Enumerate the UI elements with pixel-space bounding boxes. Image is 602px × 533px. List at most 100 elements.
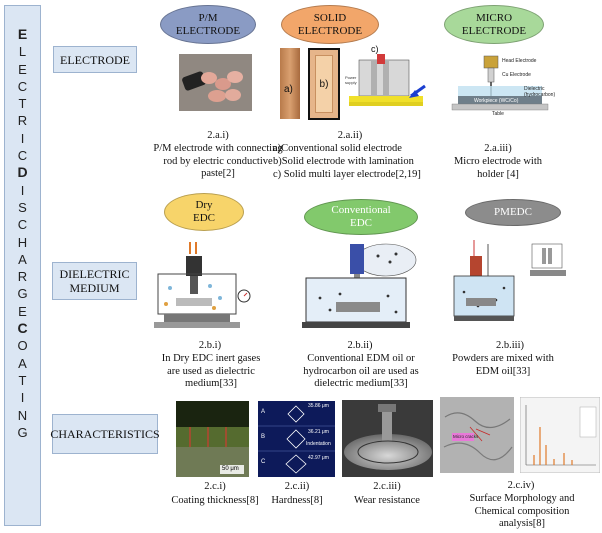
hardness-value-1: 35.86 μm (308, 403, 329, 409)
title-letter: A (18, 251, 27, 267)
title-letter: C (17, 320, 28, 337)
conventional-edc-ellipse: Conventional EDC (304, 199, 418, 235)
sem-label: Micro cracks (453, 434, 479, 439)
solid-electrode-b-diagram: b) (308, 48, 340, 120)
dry-edc-diagram (140, 238, 263, 333)
title-letter: O (17, 338, 28, 354)
pm-ellipse-line1: P/M (198, 11, 218, 24)
caption-2ciii-id: 2.c.iii) (373, 481, 401, 492)
title-letter: S (18, 199, 27, 215)
solid-label-b: b) (315, 55, 333, 113)
pmedc-ellipse: PMEDC (465, 199, 561, 226)
hardness-indentation-label: Indentation (306, 441, 331, 447)
title-letter: N (17, 407, 28, 423)
row-label-electrode: ELECTRODE (53, 46, 137, 73)
pm-electrode-photo (179, 54, 252, 111)
solid-electrode-c-diagram: Power supply (343, 46, 435, 118)
title-letter: T (18, 372, 27, 388)
row-label-characteristics: CHARACTERISTICS (50, 414, 160, 454)
micro-label-table: Table (492, 111, 504, 117)
micro-ellipse-line2: ELECTRODE (461, 24, 527, 37)
wear-resistance-photo (342, 400, 433, 477)
solid-label-a: a) (284, 84, 293, 95)
micro-label-dielectric: Dielectric (hydrocarbon) (524, 86, 556, 98)
pmedc-ellipse-line1: PMEDC (494, 206, 532, 218)
solid-electrode-a-photo (278, 46, 302, 121)
thickness-scale-label: 50 μm (222, 466, 239, 472)
hardness-label-b: B (261, 434, 266, 440)
caption-2ci-text: Coating thickness[8] (171, 495, 259, 506)
title-letter: D (17, 164, 28, 181)
title-letter: T (18, 96, 27, 112)
title-letter: I (20, 130, 25, 146)
conventional-ellipse-line2: EDC (350, 217, 372, 229)
title-letter: L (18, 44, 27, 60)
title-letter: I (20, 390, 25, 406)
title-letter: G (17, 286, 28, 302)
hardness-indentation-images: A B C 35.86 μm 36.21 μm 42.97 μm Indenta… (258, 401, 335, 477)
caption-2ci-id: 2.c.i) (204, 481, 226, 492)
micro-label-workpiece: Workpiece (WC/Co) (474, 98, 519, 104)
conventional-ellipse-line1: Conventional (331, 204, 391, 216)
title-letter: E (18, 303, 27, 319)
caption-2bii-id: 2.b.ii) (347, 340, 373, 351)
solid-ellipse-line1: SOLID (313, 11, 347, 24)
caption-2bi-id: 2.b.i) (198, 340, 222, 351)
hardness-label-a: A (261, 409, 266, 415)
row-label-dielectric: DIELECTRIC MEDIUM (52, 262, 137, 300)
title-letter: C (17, 78, 28, 94)
caption-2aiii-text: Micro electrode with holder [4] (453, 156, 543, 180)
micro-label-head: Head Electrode (502, 58, 537, 64)
hardness-label-c: C (261, 459, 266, 465)
dry-ellipse-line2: EDC (193, 212, 215, 224)
hardness-value-2: 36.21 μm (308, 429, 329, 435)
caption-2biii-text: Powders are mixed with EDM oil[33] (452, 353, 554, 377)
caption-2ciii-text: Wear resistance (354, 495, 420, 506)
caption-2ai-text: P/M electrode with connecting rod by ele… (153, 143, 283, 179)
caption-2cii-id: 2.c.ii) (284, 481, 310, 492)
caption-2biii-id: 2.b.iii) (496, 340, 524, 351)
eds-spectrum (520, 397, 600, 473)
title-letter: E (18, 61, 27, 77)
svg-text:supply: supply (345, 80, 357, 85)
title-letter: I (20, 182, 25, 198)
caption-2ai-id: 2.a.i) (207, 130, 229, 141)
sem-micrograph: Micro cracks (440, 397, 514, 473)
title-letter: C (17, 148, 28, 164)
pmedc-diagram (448, 236, 578, 333)
caption-2aii-line2: b)Solid electrode with lamination (273, 156, 414, 167)
solid-electrode-ellipse: SOLID ELECTRODE (281, 5, 379, 44)
micro-ellipse-line1: MICRO (475, 11, 513, 24)
solid-label-c: c) (371, 44, 379, 54)
title-letter: G (17, 424, 28, 440)
dry-edc-ellipse: Dry EDC (164, 193, 244, 231)
caption-2aii-id: 2.a.ii) (337, 130, 363, 141)
caption-2bii-text: Conventional EDM oil or hydrocarbon oil … (303, 353, 419, 389)
title-letter: R (17, 269, 28, 285)
title-letter: R (17, 113, 28, 129)
pm-ellipse-line2: ELECTRODE (175, 24, 241, 37)
title-letter: C (17, 217, 28, 233)
pm-electrode-ellipse: P/M ELECTRODE (160, 5, 256, 44)
caption-2civ-id: 2.c.iv) (507, 480, 535, 491)
title-letter: A (18, 355, 27, 371)
title-letter: H (17, 234, 28, 250)
hardness-value-3: 42.97 μm (308, 455, 329, 461)
conventional-edc-diagram (296, 238, 426, 335)
micro-electrode-diagram: Head Electrode Cu Electrode Dielectric (… (444, 52, 562, 118)
caption-2cii-text: Hardness[8] (271, 495, 323, 506)
caption-2aiii-id: 2.a.iii) (484, 143, 512, 154)
caption-2bi-text: In Dry EDC inert gases are used as diele… (161, 353, 261, 389)
caption-2civ-text: Surface Morphology and Chemical composit… (469, 493, 575, 529)
caption-2aii-line3: c) Solid multi layer electrode[2,19] (273, 169, 421, 180)
caption-2aii-line1: a)Conventional solid electrode (273, 143, 402, 154)
title-letter: E (17, 26, 28, 42)
coating-thickness-micrograph: 50 μm (176, 401, 249, 477)
micro-electrode-ellipse: MICRO ELECTRODE (444, 5, 544, 44)
solid-ellipse-line2: ELECTRODE (297, 24, 363, 37)
dry-ellipse-line1: Dry (195, 199, 213, 211)
svg-text:Power: Power (345, 75, 357, 80)
micro-label-cu: Cu Electrode (502, 72, 531, 78)
